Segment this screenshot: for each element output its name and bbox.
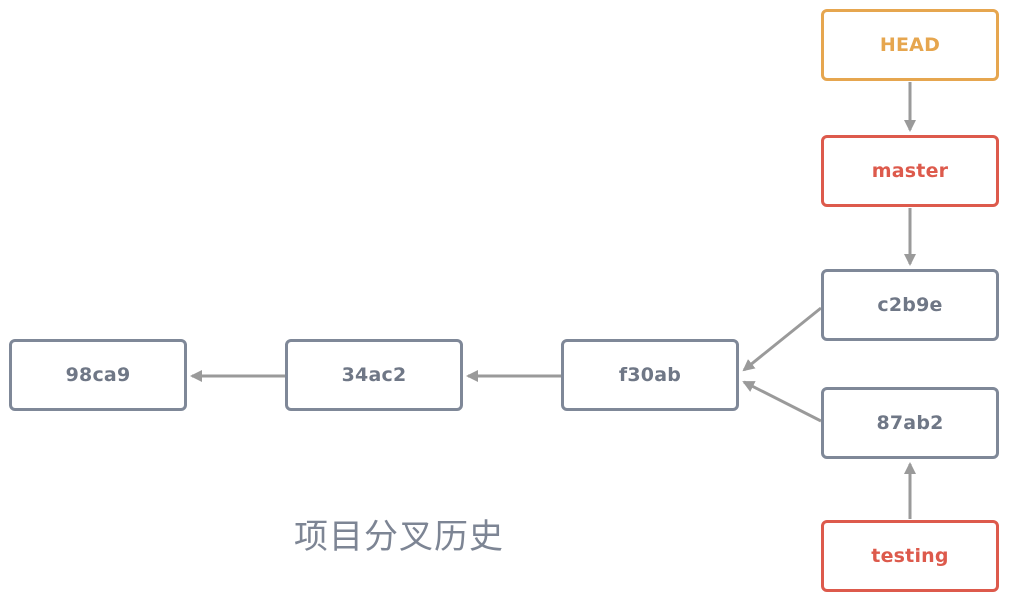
commit-node-87ab2: 87ab2: [821, 387, 999, 459]
testing-branch-node: testing: [821, 520, 999, 592]
edge-87ab2-to-f30ab: [742, 380, 822, 423]
head-pointer-label: HEAD: [879, 34, 941, 56]
diagram-caption: 项目分叉历史: [294, 517, 504, 557]
commit-label-c2b9e: c2b9e: [877, 294, 943, 316]
commit-node-c2b9e: c2b9e: [821, 269, 999, 341]
commit-node-98ca9: 98ca9: [9, 339, 187, 411]
commit-node-34ac2: 34ac2: [285, 339, 463, 411]
edge-c2b9e-to-f30ab: [742, 306, 822, 372]
master-branch-label: master: [871, 160, 949, 182]
commit-label-87ab2: 87ab2: [876, 412, 944, 434]
head-pointer-node: HEAD: [821, 9, 999, 81]
commit-label-34ac2: 34ac2: [341, 364, 407, 386]
testing-branch-label: testing: [871, 545, 949, 567]
commit-label-f30ab: f30ab: [618, 364, 682, 386]
master-branch-node: master: [821, 135, 999, 207]
commit-node-f30ab: f30ab: [561, 339, 739, 411]
commit-label-98ca9: 98ca9: [65, 364, 131, 386]
